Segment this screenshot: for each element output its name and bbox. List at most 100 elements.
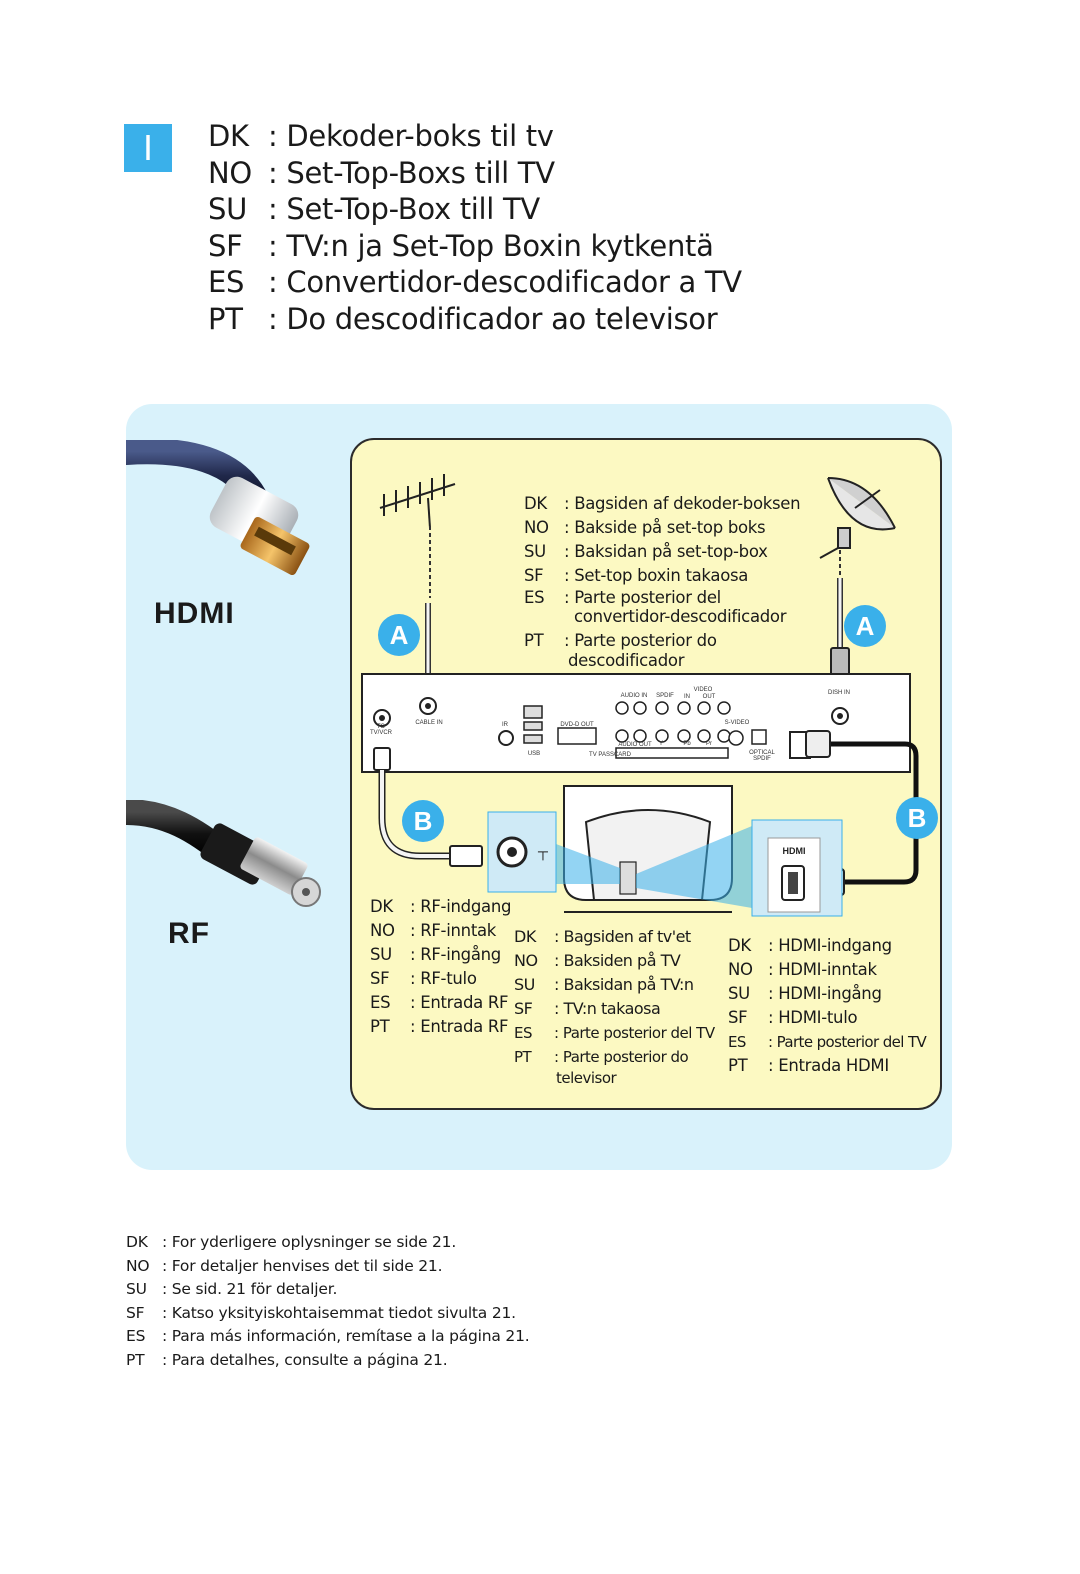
title-text: Set-Top-Box till TV	[286, 192, 540, 226]
badge-a-right: A	[844, 605, 886, 647]
port-label-dvd-d-out: DVD-D OUT	[560, 722, 594, 728]
footer-line: PT : Para detalhes, consulte a página 21.	[126, 1349, 529, 1373]
port-label-optical-spdif: OPTICAL SPDIF	[749, 750, 775, 762]
label-line: SF: HDMI-tulo	[728, 1006, 926, 1030]
sep: :	[268, 228, 278, 263]
label-text: : TV:n takaosa	[554, 999, 661, 1018]
audio-video-jacks	[615, 701, 731, 743]
port-label-pr: Pr	[706, 741, 712, 747]
lang-code: DK	[126, 1233, 148, 1251]
title-line: DK: Dekoder-boks til tv	[208, 118, 742, 155]
label-text: : Entrada HDMI	[768, 1056, 889, 1075]
lang-code: DK	[514, 927, 536, 946]
label-text: : Set-top boxin takaosa	[564, 566, 749, 585]
label-line: ES: Entrada RF	[370, 991, 511, 1015]
label-text: : RF-tulo	[410, 969, 477, 988]
usb-port	[523, 734, 543, 744]
label-line: NO: HDMI-inntak	[728, 958, 926, 982]
title-line: PT: Do descodificador ao televisor	[208, 301, 742, 338]
title-line: SU: Set-Top-Box till TV	[208, 191, 742, 228]
lang-code: SU	[208, 192, 248, 226]
label-text: : Entrada RF	[410, 993, 509, 1012]
footer-text: : Katso yksityiskohtaisemmat tiedot sivu…	[162, 1303, 516, 1322]
label-line: ES: Parte posterior del TV	[728, 1030, 927, 1054]
lang-code: SU	[728, 984, 750, 1003]
port-label-spdif: SPDIF	[656, 693, 674, 699]
hdmi-plug-box	[805, 730, 831, 758]
label-text: : Parte posterior do	[564, 631, 717, 650]
footer-text: : Para más información, remítase a la pá…	[162, 1327, 530, 1345]
port-label-ir: IR	[502, 722, 508, 728]
dish-plug	[830, 647, 850, 677]
lang-code: SF	[514, 999, 533, 1018]
lang-code: ES	[728, 1033, 746, 1051]
title-text: TV:n ja Set-Top Boxin kytkentä	[286, 228, 714, 263]
lang-code: SU	[126, 1280, 147, 1298]
label-text: : Bakside på set-top boks	[564, 518, 766, 537]
badge-a-left: A	[378, 614, 420, 656]
port-label-audio-in: AUDIO IN	[620, 693, 648, 699]
label-text: : Parte posterior del	[564, 588, 721, 607]
label-text: descodificador	[568, 651, 685, 670]
port-label-s-video: S-VIDEO	[724, 720, 750, 726]
hdmi-cable-label: HDMI	[154, 597, 235, 630]
label-text: : Parte posterior del TV	[554, 1024, 715, 1042]
step-badge: I	[124, 124, 172, 172]
lang-code: PT	[126, 1350, 145, 1369]
footer-text: : For yderligere oplysninger se side 21.	[162, 1233, 457, 1251]
label-text: : Parte posterior do	[554, 1048, 689, 1066]
port-label-video: VIDEO	[693, 687, 713, 693]
footer-text: : Para detalhes, consulte a página 21.	[162, 1350, 448, 1369]
dvd-d-out-port	[557, 727, 597, 745]
label-text: : Bagsiden af dekoder-boksen	[564, 494, 801, 513]
title-text: Set-Top-Boxs till TV	[286, 155, 555, 190]
badge-b-right: B	[896, 797, 938, 839]
port-label-out: OUT	[702, 694, 716, 700]
label-text: : RF-indgang	[410, 897, 512, 916]
lang-code: PT	[514, 1048, 532, 1066]
hdmi-cable-icon	[126, 440, 310, 576]
label-line: DK: Bagsiden af tv'et	[514, 925, 715, 949]
tv-back-labels: DK: Bagsiden af tv'et NO: Baksiden på TV…	[514, 925, 715, 1087]
footer-text: : For detaljer henvises det til side 21.	[162, 1256, 443, 1275]
port-label-tv-passcard: TV PASSCARD	[589, 752, 631, 758]
label-line: SU: HDMI-ingång	[728, 982, 926, 1006]
label-line: NO: Baksiden på TV	[514, 949, 715, 973]
footer-line: SU : Se sid. 21 för detaljer.	[126, 1278, 529, 1302]
sep: :	[268, 155, 278, 190]
s-video-port	[728, 730, 744, 746]
optical-spdif-port	[751, 729, 767, 745]
lang-code: SU	[524, 542, 546, 561]
label-line: convertidor-descodificador	[524, 607, 800, 626]
label-text: : HDMI-inntak	[768, 960, 877, 979]
hdmi-zoom-beam	[636, 826, 752, 908]
title-line: NO: Set-Top-Boxs till TV	[208, 155, 742, 192]
rf-symbol: ┬	[537, 843, 548, 861]
sep: :	[268, 265, 278, 299]
label-text: : Baksidan på set-top-box	[564, 542, 768, 561]
footer-line: NO: For detaljer henvises det til side 2…	[126, 1255, 529, 1279]
footer-text: : Se sid. 21 för detaljer.	[162, 1280, 338, 1298]
label-line: SU: RF-ingång	[370, 943, 511, 967]
port-label-in: IN	[684, 694, 690, 700]
lang-code: SF	[370, 969, 390, 988]
lang-code: SF	[728, 1008, 748, 1027]
lang-code: SU	[370, 945, 392, 964]
aerial-antenna-icon	[379, 474, 456, 529]
tv-passcard-slot	[615, 747, 729, 759]
label-line: SU : Baksidan på set-top-box	[524, 540, 800, 564]
satellite-dish-icon	[819, 477, 896, 559]
footer-line: ES: Para más información, remítase a la …	[126, 1325, 530, 1349]
title-line: SF: TV:n ja Set-Top Boxin kytkentä	[208, 228, 742, 265]
title-block: DK: Dekoder-boks til tv NO: Set-Top-Boxs…	[208, 118, 742, 337]
title-text: Do descodificador ao televisor	[286, 301, 718, 336]
label-text: convertidor-descodificador	[574, 607, 787, 626]
port-label-pb: Pb	[683, 741, 691, 747]
sep: :	[268, 301, 278, 336]
rf-plug-box	[373, 747, 391, 771]
label-line: PT: Parte posterior do	[524, 631, 800, 651]
port-label-usb: USB	[527, 751, 541, 757]
ethernet-port	[523, 705, 543, 719]
label-line: DK: Bagsiden af dekoder-boksen	[524, 492, 801, 516]
lang-code: NO	[208, 155, 252, 190]
